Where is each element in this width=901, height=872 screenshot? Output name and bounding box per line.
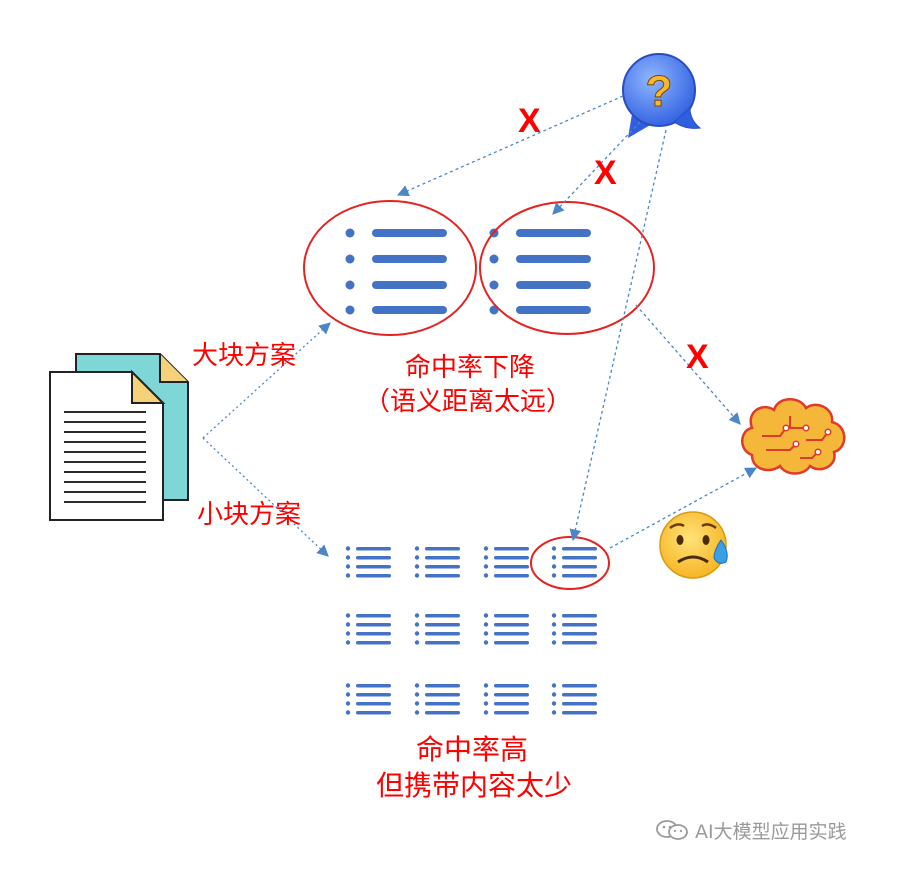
small-chunk-2-4: [551, 613, 597, 645]
question-bubble-icon: ?: [622, 53, 702, 138]
small-chunk-highlight: [530, 536, 610, 590]
arrow-to-small-chunks: [202, 437, 329, 557]
small-chunk-2-1: [345, 613, 391, 645]
sad-face-icon: [659, 511, 728, 579]
documents-icon: [49, 353, 189, 521]
arrow-to-large-chunks: [202, 322, 331, 439]
small-chunk-to-llm: [609, 467, 758, 549]
cross-mark-large-chunk-2: X: [594, 154, 617, 192]
branch-arrows: [202, 322, 331, 557]
svg-text:?: ?: [646, 67, 673, 116]
small-chunk-label: 小块方案: [197, 500, 302, 530]
small-chunk-3-1: [345, 683, 391, 715]
small-chunk-1-1: [345, 546, 391, 578]
small-chunk-1-3: [483, 546, 529, 578]
large-result-line2: （语义距离太远）: [363, 387, 573, 417]
large-chunk-to-llm: [635, 304, 741, 425]
small-chunk-grid: [345, 546, 597, 715]
query-to-small-chunk: [569, 129, 667, 542]
small-chunk-2-3: [483, 613, 529, 645]
large-chunk-highlight-1: [303, 200, 477, 336]
large-result-line1: 命中率下降: [404, 353, 536, 383]
small-chunk-3-4: [551, 683, 597, 715]
wechat-icon: [655, 819, 689, 846]
large-chunk-label: 大块方案: [192, 341, 297, 371]
query-arrows: [396, 95, 758, 549]
query-to-large-chunk-1: [396, 95, 624, 197]
large-chunk-list-1: [345, 228, 447, 315]
small-result-line1: 命中率高: [415, 733, 529, 766]
cross-mark-large-chunk-1: X: [518, 102, 541, 140]
small-chunk-1-4: [551, 546, 597, 578]
large-chunk-list-2: [489, 228, 591, 315]
large-chunk-highlight-2: [479, 201, 655, 335]
small-chunk-2-2: [414, 613, 460, 645]
small-chunk-3-2: [414, 683, 460, 715]
watermark-text: AI大模型应用实践: [695, 821, 847, 843]
watermark: AI大模型应用实践: [655, 817, 847, 846]
brain-circuit-icon: [741, 398, 846, 475]
cross-mark-to-llm: X: [686, 338, 709, 376]
small-result-line2: 但携带内容太少: [375, 769, 573, 802]
small-chunk-1-2: [414, 546, 460, 578]
small-chunk-3-3: [483, 683, 529, 715]
